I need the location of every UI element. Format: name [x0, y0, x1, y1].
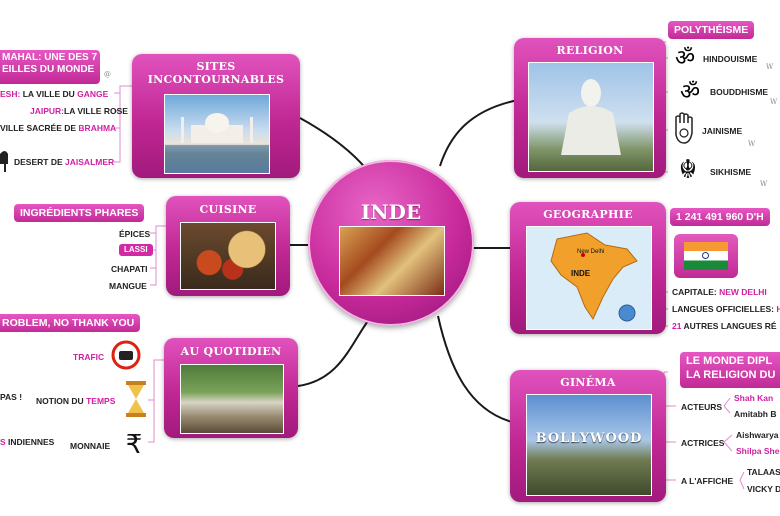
map-city-label: New Delhi — [577, 249, 605, 255]
polytheisme-header[interactable]: POLYTHÉISME — [668, 21, 755, 39]
topic-religion-title: RELIGION — [556, 44, 624, 57]
monnaie-label[interactable]: MONNAIE — [70, 441, 111, 451]
camel-icon — [0, 144, 10, 174]
om-icon-2: ॐ — [679, 80, 701, 105]
capitale-label[interactable]: CAPITALE: NEW DELHI — [672, 287, 767, 297]
lassi-badge[interactable]: LASSI — [119, 244, 153, 256]
cinema-header-line2: LA RELIGION DU — [686, 369, 776, 381]
wikipedia-icon-2[interactable]: W — [770, 98, 778, 106]
jaipur-label[interactable]: JAIPUR:LA VILLE ROSE — [30, 106, 128, 116]
topic-religion[interactable]: RELIGION — [514, 38, 666, 178]
taj-mahal-silhouette — [165, 113, 269, 173]
brahma-label[interactable]: VILLE SACRÉE DE BRAHMA — [0, 123, 117, 133]
central-photo — [339, 226, 445, 296]
rupee-icon: ₹ — [125, 430, 143, 460]
talaas-label[interactable]: TALAAS — [747, 467, 780, 477]
wikipedia-icon-4[interactable]: W — [760, 180, 768, 188]
shah-label[interactable]: Shah Kan — [734, 393, 774, 403]
acteurs-label[interactable]: ACTEURS — [681, 402, 723, 412]
vicky-label[interactable]: VICKY D — [747, 484, 780, 494]
central-title: INDE — [360, 200, 422, 224]
wikipedia-icon-1[interactable]: W — [766, 63, 774, 71]
web-link-icon[interactable]: @ — [104, 70, 111, 78]
temps-label[interactable]: NOTION DU TEMPS — [36, 396, 116, 406]
mangue-label[interactable]: MANGUE — [109, 281, 147, 291]
india-map: INDE New Delhi — [526, 226, 652, 330]
traffic-sign-icon — [110, 340, 142, 370]
topic-sites-title-2: INCONTOURNABLES — [147, 73, 285, 86]
topic-cuisine[interactable]: CUISINE — [166, 196, 290, 296]
jainisme-label[interactable]: JAINISME — [702, 126, 743, 136]
problem-header[interactable]: ROBLEM, NO THANK YOU — [0, 314, 141, 332]
langues-label[interactable]: LANGUES OFFICIELLES: H — [672, 304, 780, 314]
amitabh-label[interactable]: Amitabh B — [734, 409, 777, 419]
taj-mahal-photo — [164, 94, 270, 174]
pas-label[interactable]: PAS ! — [0, 392, 23, 402]
ashoka-chakra-icon — [702, 252, 709, 259]
om-icon: ॐ — [674, 46, 696, 71]
topic-quotidien[interactable]: AU QUOTIDIEN — [164, 338, 298, 438]
actrices-label[interactable]: ACTRICES — [681, 438, 725, 448]
epices-label[interactable]: ÉPICES — [119, 229, 151, 239]
flag-stripes — [684, 242, 728, 270]
rishikesh-label[interactable]: ESH: LA VILLE DU GANGE — [0, 89, 109, 99]
tajmahal-badge[interactable]: MAHAL: UNE DES 7 EILLES DU MONDE — [0, 50, 100, 84]
central-node[interactable]: INDE — [308, 160, 474, 326]
hourglass-icon — [124, 380, 148, 418]
trafic-label[interactable]: TRAFIC — [73, 352, 105, 362]
food-photo — [180, 222, 276, 290]
topic-sites[interactable]: SITES INCONTOURNABLES — [132, 54, 300, 178]
jain-hand-icon — [672, 111, 696, 145]
topic-quotidien-title: AU QUOTIDIEN — [180, 345, 282, 358]
topic-cinema[interactable]: GINÉMA BOLLYWOOD — [510, 370, 666, 502]
indiennes-label[interactable]: S INDIENNES — [0, 437, 55, 447]
affiche-label[interactable]: A L'AFFICHE — [681, 476, 734, 486]
bollywood-sign-photo: BOLLYWOOD — [526, 394, 652, 496]
aishwarya-label[interactable]: Aishwarya — [736, 430, 779, 440]
cinema-header[interactable]: LE MONDE DIPL LA RELIGION DU — [680, 352, 780, 388]
autres-langues-label[interactable]: 21 AUTRES LANGUES RÉ — [672, 321, 777, 331]
chapati-label[interactable]: CHAPATI — [111, 264, 148, 274]
topic-geographie[interactable]: GEOGRAPHIE INDE New Delhi — [510, 202, 666, 334]
population-header[interactable]: 1 241 491 960 D'H — [670, 208, 770, 226]
map-country-label: INDE — [571, 269, 591, 278]
tajmahal-line2: EILLES DU MONDE — [2, 64, 95, 75]
hindouisme-label[interactable]: HINDOUISME — [703, 54, 758, 64]
cinema-header-line1: LE MONDE DIPL — [686, 355, 773, 367]
indian-flag — [674, 234, 738, 278]
tajmahal-line1: MAHAL: UNE DES 7 — [2, 52, 98, 63]
topic-cinema-title: GINÉMA — [560, 376, 616, 389]
ingredients-header[interactable]: INGRÉDIENTS PHARES — [14, 204, 145, 222]
khanda-icon: ☬ — [678, 155, 698, 185]
shiva-statue-photo — [528, 62, 654, 172]
bollywood-sign-text: BOLLYWOOD — [535, 431, 643, 446]
topic-geographie-title: GEOGRAPHIE — [543, 208, 633, 221]
shiva-silhouette — [561, 79, 621, 155]
shilpa-label[interactable]: Shilpa She — [736, 446, 780, 456]
desert-label[interactable]: DESERT DE JAISALMER — [14, 157, 115, 167]
sikhisme-label[interactable]: SIKHISME — [710, 167, 752, 177]
india-map-shape — [550, 232, 638, 322]
street-photo — [180, 364, 284, 434]
topic-sites-title-1: SITES — [196, 60, 236, 73]
topic-cuisine-title: CUISINE — [199, 203, 257, 216]
wikipedia-icon-3[interactable]: W — [748, 140, 756, 148]
bouddhisme-label[interactable]: BOUDDHISME — [710, 87, 769, 97]
